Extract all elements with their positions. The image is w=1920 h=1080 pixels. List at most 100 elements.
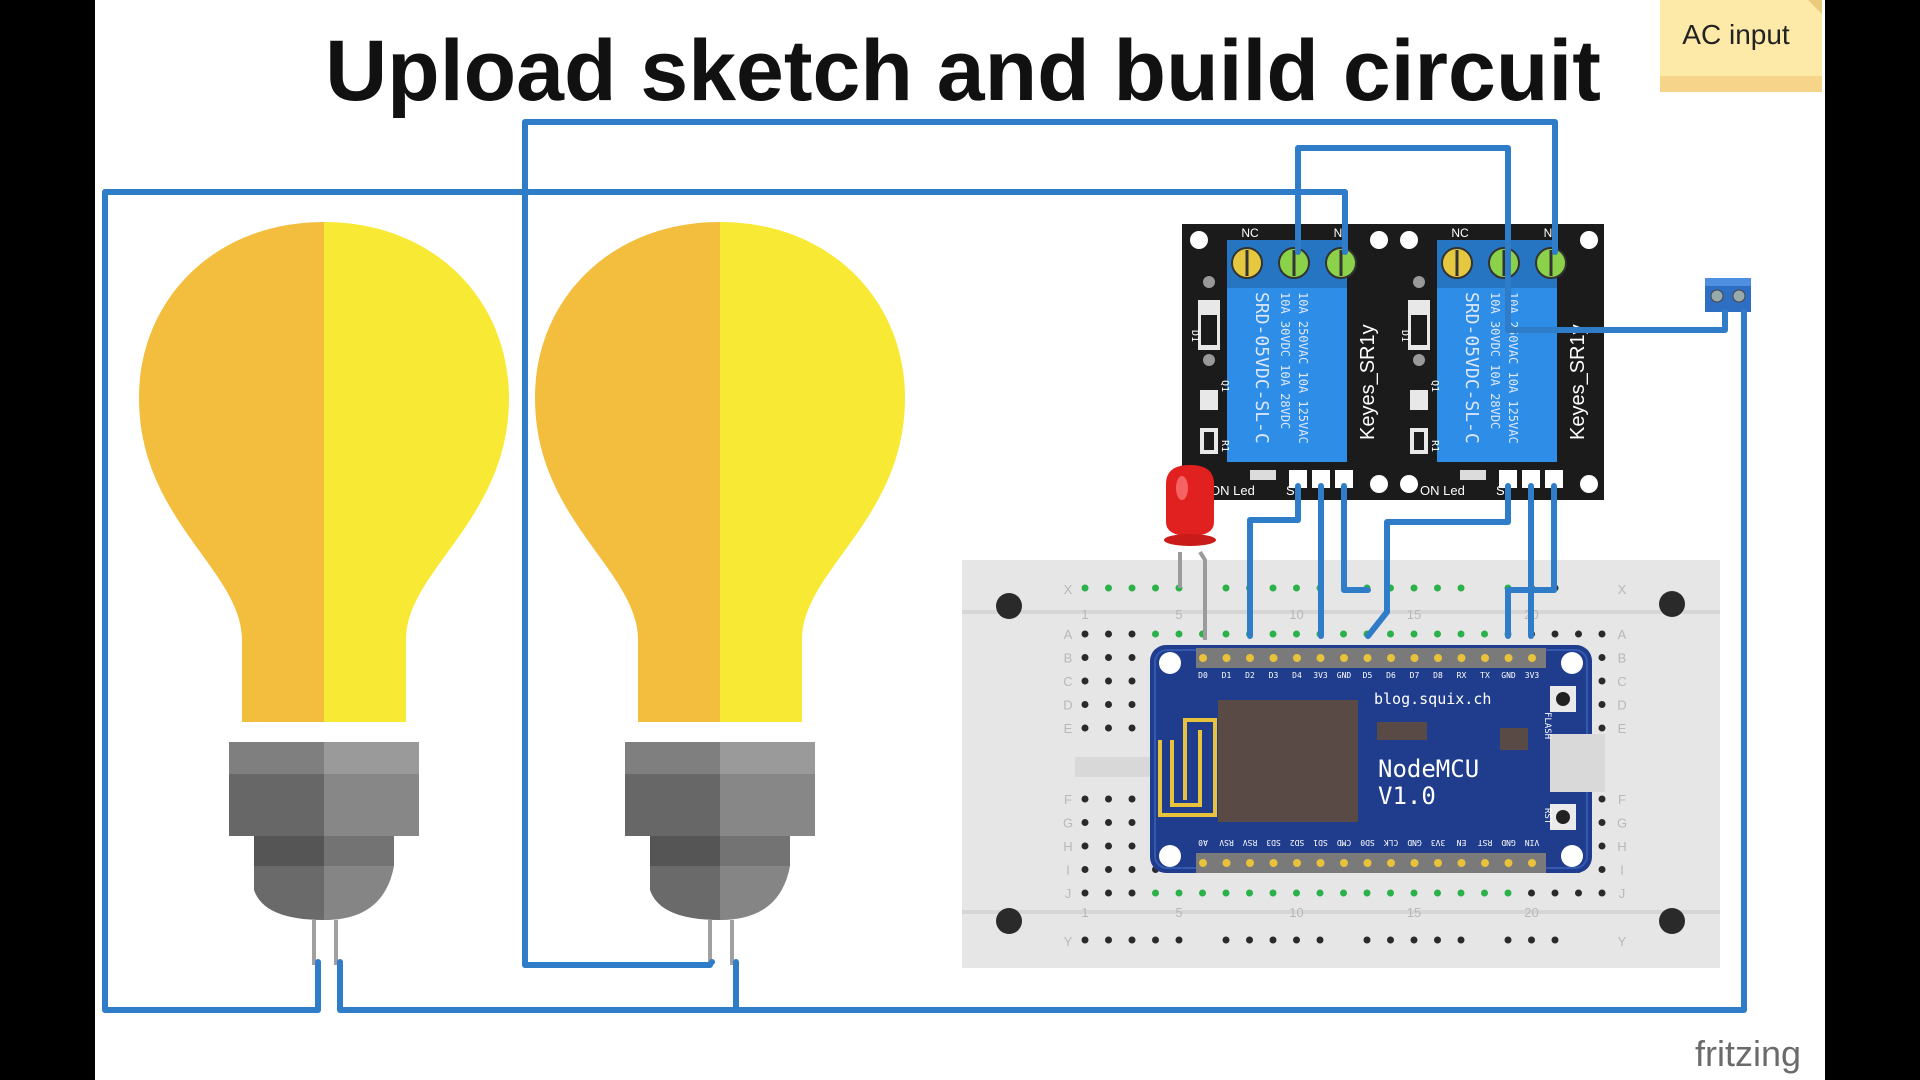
bb-hole [1598, 889, 1606, 897]
bulb-leg [312, 920, 316, 965]
top-pin-label: GND [1501, 671, 1516, 680]
light-bulb [139, 222, 509, 965]
resistor-label: R1 [1219, 440, 1230, 452]
bb-hole [1410, 630, 1418, 638]
top-pin-label: D6 [1386, 671, 1396, 680]
header-pin [1387, 859, 1395, 867]
header-pin [1528, 859, 1536, 867]
top-pin-label: TX [1480, 671, 1490, 680]
bottom-pin-label: RSV [1219, 838, 1234, 847]
bb-hole [1575, 889, 1582, 897]
top-pin-label: 3V3 [1525, 671, 1540, 680]
row-letter-left: D [1063, 698, 1072, 713]
rail-hole [1528, 936, 1535, 944]
top-pin-label: RX [1457, 671, 1467, 680]
bb-hole [1105, 819, 1112, 826]
row-letter-left: F [1064, 792, 1072, 807]
header-pin [1363, 859, 1372, 867]
row-letter-left: B [1064, 651, 1073, 666]
bottom-pin-label: RST [1478, 838, 1493, 847]
bottom-pin-label: SD2 [1290, 838, 1305, 847]
bb-hole [1128, 866, 1136, 873]
rail-hole [1222, 936, 1230, 944]
light-bulb [535, 222, 905, 965]
bulb-glass-right [720, 222, 905, 722]
bb-hole [1598, 795, 1606, 803]
bb-hole [1387, 630, 1394, 638]
nodemcu-url: blog.squix.ch [1374, 690, 1491, 708]
column-number: 5 [1175, 607, 1182, 622]
bulb-tip [324, 866, 394, 920]
bb-hole [1128, 842, 1136, 850]
bb-hole [1316, 889, 1324, 897]
transistor [1200, 390, 1218, 410]
on-led-label: ON Led [1420, 483, 1465, 498]
diode-label: D1 [1399, 330, 1410, 342]
bottom-pin-label: 3V3 [1431, 838, 1446, 847]
bb-hole [1105, 724, 1112, 732]
bb-hole [1105, 842, 1112, 850]
row-letter-right: B [1618, 651, 1627, 666]
bb-hole [1598, 842, 1606, 850]
rail-hole [1269, 584, 1277, 592]
bb-hole [1222, 889, 1230, 897]
rail-hole [1269, 936, 1277, 944]
bulb-base-band [229, 742, 324, 774]
header-pin [1222, 859, 1231, 867]
header-pin [1316, 654, 1325, 662]
bb-hole [1081, 795, 1089, 803]
header-pin [1340, 654, 1348, 662]
rail-hole [1410, 936, 1418, 944]
mount-hole [1190, 231, 1208, 249]
mount-hole [1370, 475, 1388, 493]
resistor-band [1204, 432, 1214, 450]
bulb-base-band [254, 836, 324, 866]
mount-hole [1580, 475, 1598, 493]
row-letter-left: J [1065, 886, 1072, 901]
header-pin [1340, 859, 1348, 867]
diode-label: D1 [1189, 330, 1200, 342]
bb-hole [1128, 724, 1136, 732]
bb-hole [1081, 701, 1089, 708]
row-letter-left: E [1064, 721, 1073, 736]
relay-rating-line: 10A 250VAC 10A 125VAC [1296, 292, 1310, 444]
top-pin-label: D5 [1363, 671, 1373, 680]
bulb-base-band [720, 742, 815, 774]
top-pin-label: 3V3 [1313, 671, 1328, 680]
header-pin [1312, 470, 1330, 488]
header-pin [1545, 470, 1563, 488]
bulb-base-band [650, 836, 720, 866]
on-led [1250, 470, 1276, 480]
bottom-pin-label: SD1 [1313, 838, 1328, 847]
rail-hole [1222, 584, 1230, 592]
signal-label: S [1286, 483, 1295, 498]
nodemcu-pin-labels: D0A0D1RSVD2RSVD3SD3D4SD23V3SD1GNDCMDD5SD… [1198, 671, 1539, 847]
bb-hole [1128, 795, 1136, 803]
bottom-pin-label: SD0 [1360, 838, 1375, 847]
bottom-pin-label: GND [1501, 838, 1516, 847]
row-letter-left: H [1063, 839, 1072, 854]
right-black-bar [1825, 0, 1920, 1080]
via [1413, 276, 1425, 288]
column-number: 5 [1175, 905, 1182, 920]
header-pin [1335, 470, 1353, 488]
rail-hole [1434, 936, 1441, 944]
rail-letter: X [1064, 582, 1073, 597]
mount-hole [1370, 231, 1388, 249]
header-pin [1499, 470, 1517, 488]
header-pin [1528, 654, 1536, 662]
wires [102, 119, 1747, 1013]
resistor-band [1414, 432, 1424, 450]
row-letter-right: F [1618, 792, 1626, 807]
bb-hole [1175, 889, 1183, 897]
nodemcu-board: D0A0D1RSVD2RSVD3SD3D4SD23V3SD1GNDCMDD5SD… [1150, 645, 1605, 873]
header-pin [1269, 859, 1278, 867]
top-pin-label: D2 [1245, 671, 1255, 680]
mount-hole [1400, 475, 1418, 493]
wire-relay-bridge [1295, 145, 1728, 333]
rail-hole [1457, 936, 1465, 944]
rail-hole [1387, 936, 1394, 944]
top-pin-label: D4 [1292, 671, 1302, 680]
bb-hole [1410, 889, 1418, 897]
